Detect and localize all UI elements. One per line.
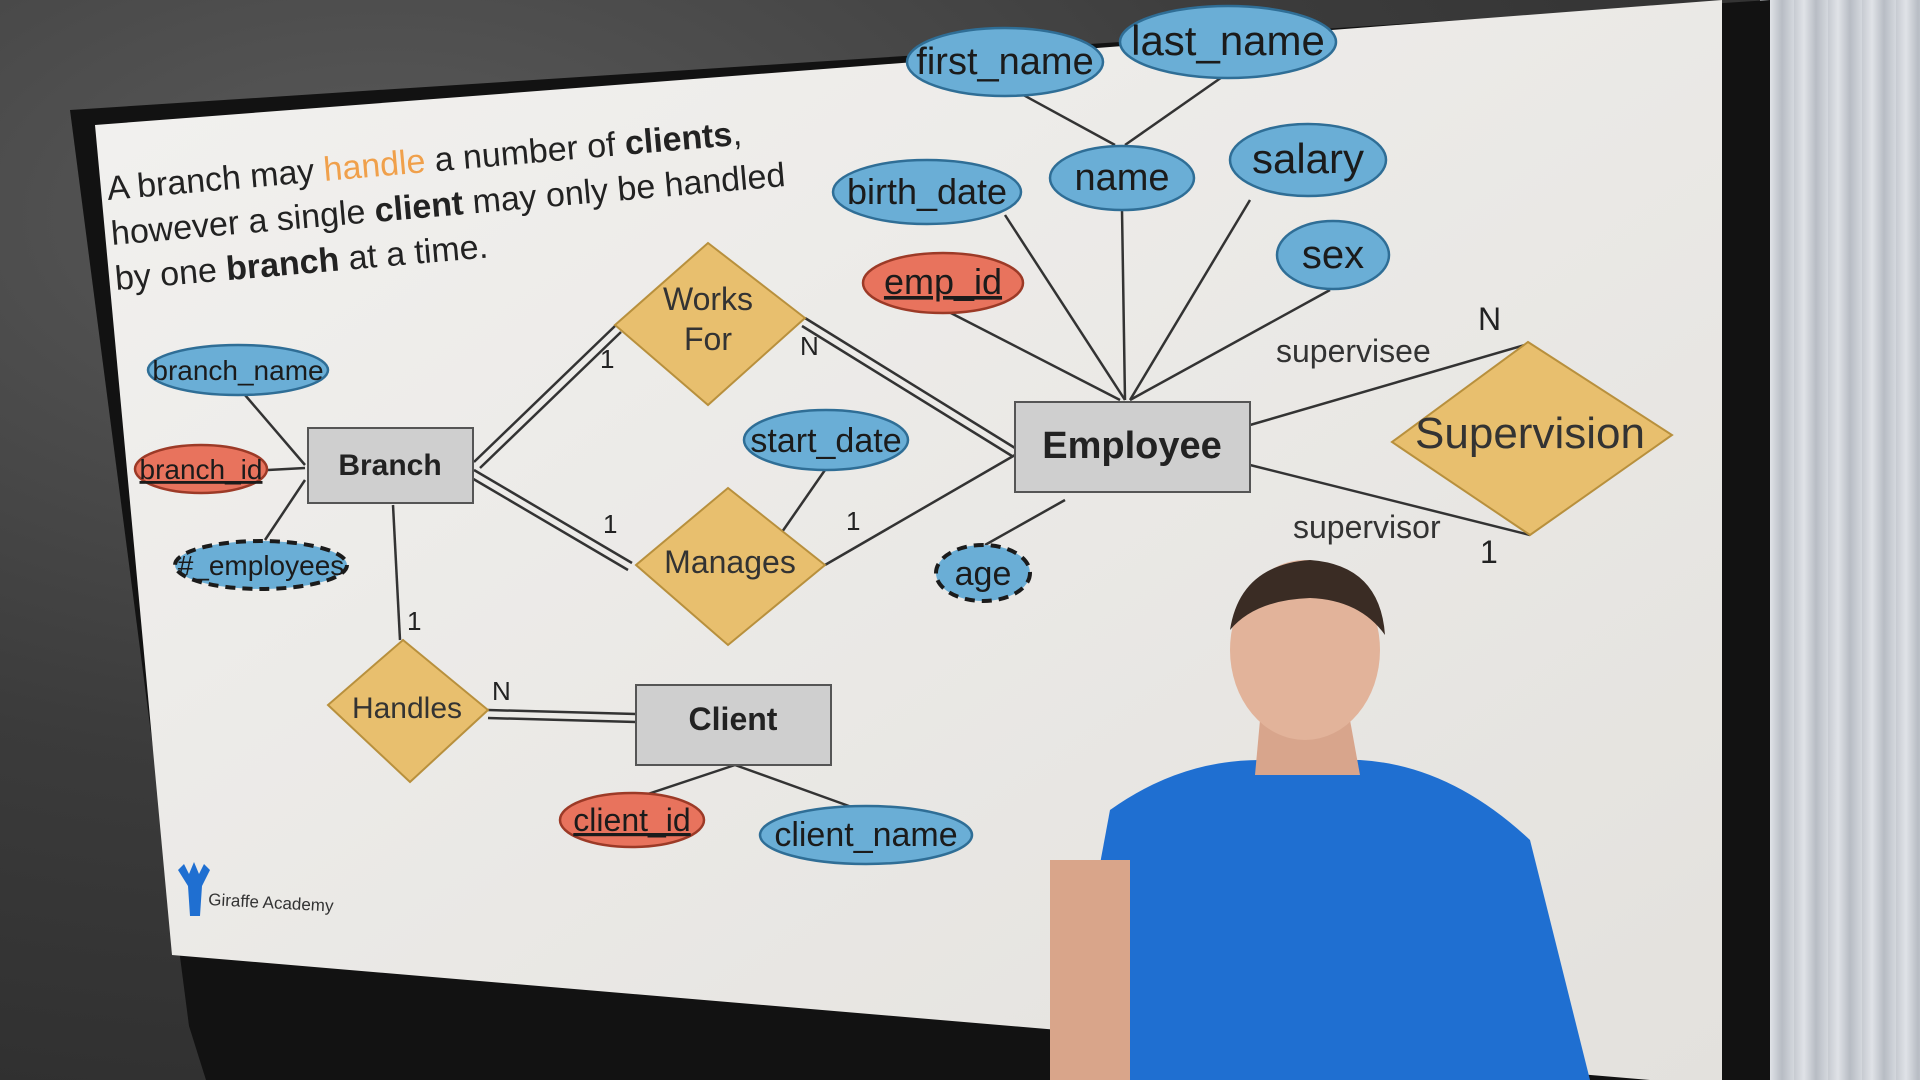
- giraffe-icon: [178, 862, 210, 916]
- attribute-num-employees-derived: #_employees: [173, 539, 349, 591]
- attribute-branch-id: branch_id: [133, 443, 269, 495]
- card-works-for-branch: 1: [600, 344, 614, 374]
- attribute-age-label: age: [955, 555, 1012, 593]
- attribute-sex-label: sex: [1302, 233, 1364, 277]
- role-label-supervisee: supervisee: [1276, 333, 1431, 369]
- entity-client-label: Client: [689, 701, 778, 737]
- caption-seg: ,: [731, 115, 744, 154]
- attribute-birth-date-label: birth_date: [847, 171, 1007, 212]
- relationship-manages: Manages: [634, 486, 827, 647]
- presenter-hair: [1230, 560, 1385, 635]
- card-manages-branch: 1: [603, 509, 617, 539]
- attribute-first-name-label: first_name: [916, 41, 1093, 83]
- caption-seg-bold: client: [373, 184, 465, 230]
- entity-client: Client: [635, 684, 832, 766]
- attribute-branch-id-label: branch_id: [140, 454, 263, 485]
- relationship-supervision: Supervision: [1390, 340, 1674, 537]
- relationship-supervision-label: Supervision: [1415, 409, 1645, 458]
- attribute-name-label: name: [1074, 157, 1169, 199]
- card-handles-branch: 1: [407, 606, 421, 636]
- attribute-salary: salary: [1228, 122, 1388, 198]
- er-connectors: [244, 73, 1531, 812]
- entity-employee: Employee: [1014, 401, 1251, 493]
- card-works-for-employee: N: [800, 331, 819, 361]
- entity-employee-label: Employee: [1042, 425, 1222, 467]
- attribute-client-name: client_name: [758, 804, 974, 866]
- relationship-handles-label: Handles: [352, 692, 462, 725]
- attribute-branch-name-label: branch_name: [152, 355, 323, 386]
- entity-branch-label: Branch: [338, 449, 441, 482]
- presenter-person: [1050, 560, 1590, 1080]
- attribute-first-name: first_name: [905, 26, 1105, 98]
- entity-branch: Branch: [307, 427, 474, 504]
- card-handles-client: N: [492, 676, 511, 706]
- attribute-emp-id-label: emp_id: [884, 261, 1002, 302]
- attribute-start-date: start_date: [742, 408, 910, 472]
- attribute-age-derived: age: [934, 543, 1032, 603]
- attribute-sex: sex: [1275, 219, 1391, 291]
- presenter-shirt: [1060, 760, 1590, 1080]
- attribute-birth-date: birth_date: [831, 158, 1023, 226]
- relationship-handles: Handles: [326, 638, 490, 784]
- attribute-client-name-label: client_name: [774, 816, 957, 854]
- attribute-num-employees-label: #_employees: [178, 550, 345, 581]
- relationship-manages-label: Manages: [664, 544, 796, 580]
- attribute-last-name-label: last_name: [1131, 17, 1325, 64]
- attribute-branch-name: branch_name: [146, 343, 330, 397]
- card-supervisor-1: 1: [1480, 534, 1498, 570]
- caption-seg-bold: clients: [623, 115, 734, 162]
- role-label-supervisor: supervisor: [1293, 509, 1441, 545]
- presenter-arm-left: [1050, 860, 1130, 1080]
- er-double-connectors: [469, 316, 1016, 724]
- cardinality-labels: 1 N 1 1 1 N N 1: [407, 301, 1501, 706]
- card-manages-employee: 1: [846, 506, 860, 536]
- lace-curtain: [1760, 0, 1920, 1080]
- attribute-client-id-label: client_id: [573, 802, 690, 838]
- card-supervisee-n: N: [1478, 301, 1501, 337]
- attribute-start-date-label: start_date: [750, 422, 901, 460]
- attribute-emp-id: emp_id: [861, 251, 1025, 315]
- attribute-salary-label: salary: [1252, 135, 1364, 182]
- caption-seg-accent: handle: [322, 142, 427, 189]
- attribute-name: name: [1048, 144, 1196, 212]
- attribute-last-name: last_name: [1118, 4, 1338, 80]
- attribute-client-id: client_id: [558, 791, 706, 849]
